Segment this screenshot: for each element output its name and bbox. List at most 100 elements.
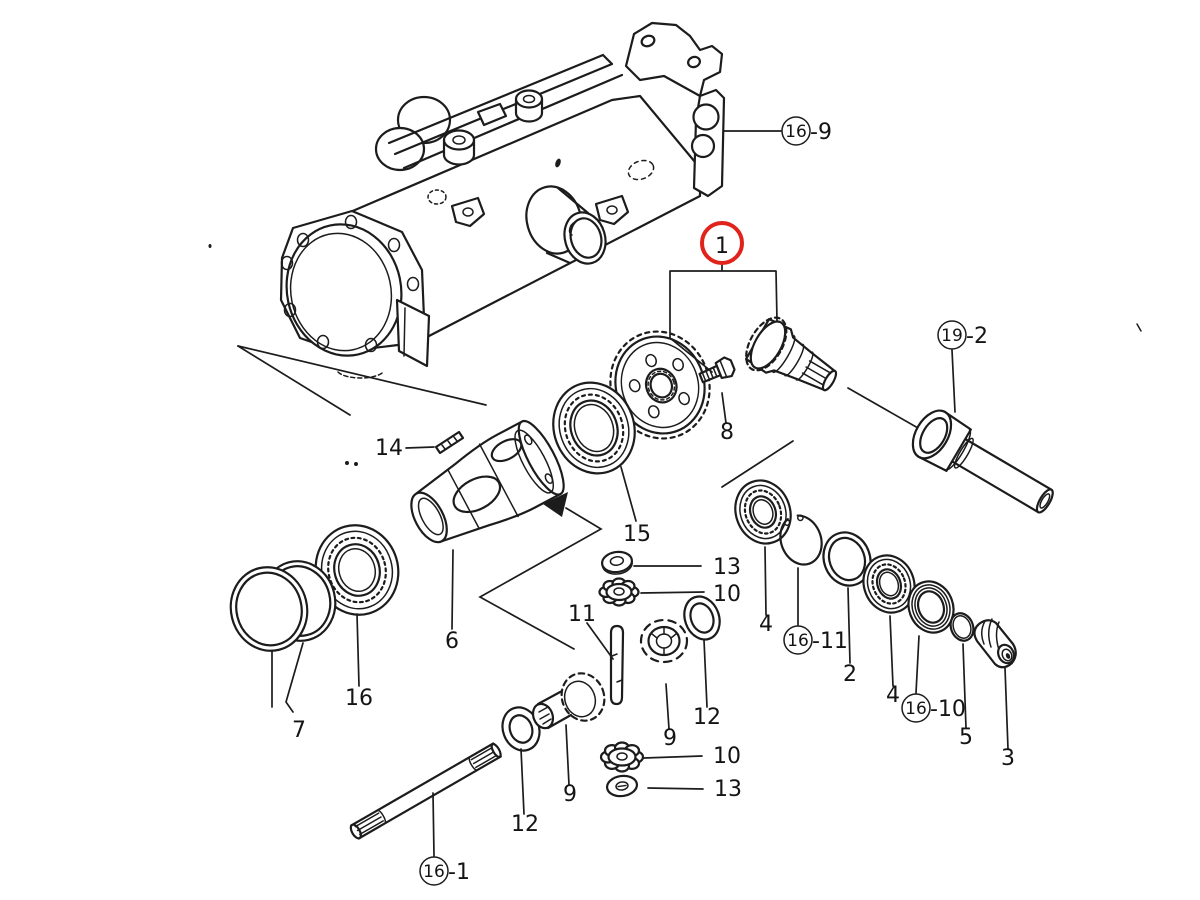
axis-zigzag: [478, 507, 603, 650]
callout-13-bottom: 13: [714, 777, 742, 802]
callout-13-top: 13: [713, 555, 741, 580]
leader-10-top: [640, 591, 705, 594]
leader-10-bottom: [643, 755, 703, 759]
flange-bore-inner: [289, 232, 393, 352]
leader-12-axle: [520, 748, 525, 815]
callout-1-bracket: [669, 263, 778, 373]
leader-14: [405, 446, 435, 449]
callout-12-axle: 12: [511, 812, 539, 837]
highlight-circle: [700, 221, 744, 265]
leader-19-2: [951, 349, 956, 413]
callout-11: 11: [568, 602, 596, 627]
leader-4-outer: [889, 615, 894, 687]
speck: [354, 462, 358, 466]
thrust-washer-lower: [605, 774, 639, 798]
case-ball-bearing: [314, 524, 400, 616]
axis-line: [721, 440, 794, 488]
retainer-ring: [229, 566, 309, 652]
callout-15: 15: [623, 522, 651, 547]
callout-7: 7: [292, 718, 306, 743]
leader-6: [451, 549, 454, 630]
speck: [208, 244, 212, 248]
callout-4-inner: 4: [759, 612, 773, 637]
callout-9-diff: 9: [663, 726, 677, 751]
callout-16: 16: [345, 686, 373, 711]
leader-9-diff: [665, 683, 670, 730]
speck: [1136, 323, 1142, 332]
callout-4-outer: 4: [886, 683, 900, 708]
axis-line: [847, 387, 919, 429]
carrier-bearing: [552, 381, 636, 475]
leader-5: [962, 643, 967, 729]
spider-pin: [609, 624, 625, 706]
leader-15: [620, 466, 637, 522]
side-gear: [598, 577, 640, 607]
leader-9-axle: [565, 724, 570, 786]
o-ring: [949, 612, 975, 642]
ring-gear: [606, 327, 714, 443]
pinion-gear: [636, 615, 692, 667]
callout-2: 2: [843, 662, 857, 687]
axle-bevel-gear: [531, 669, 609, 730]
leader-2: [847, 587, 851, 664]
center-boss-side: [545, 186, 590, 265]
callout-16-9: 16 -9: [781, 116, 832, 146]
callout-6: 6: [445, 629, 459, 654]
center-boss-bore: [569, 217, 603, 259]
leader-lines: [271, 130, 1009, 857]
housing-nut-boss: [442, 129, 476, 166]
hidden-hole: [627, 159, 655, 181]
callout-8: 8: [720, 420, 734, 445]
callout-19-2: 19 -2: [937, 320, 988, 350]
snap-ring: [779, 514, 823, 566]
pinion-washer: [683, 595, 721, 641]
callout-16-11: 16 -11: [783, 625, 848, 655]
hidden-hole: [427, 189, 447, 205]
speck: [555, 158, 561, 168]
housing-bracket-plate: [624, 21, 724, 98]
svg-text:-10: -10: [930, 697, 966, 722]
svg-text:-1: -1: [448, 860, 470, 885]
svg-text:16: 16: [787, 631, 809, 651]
case-window: [490, 438, 523, 463]
side-gear-lower: [599, 741, 645, 773]
callout-1: 1: [715, 234, 729, 259]
assembly-arrowhead: [543, 492, 568, 517]
leader-13-bottom: [647, 787, 704, 790]
leader-4-inner: [764, 546, 767, 616]
svg-text:16: 16: [905, 699, 927, 719]
callout-16-10: 16 -10: [901, 693, 966, 723]
housing-lug: [476, 102, 508, 127]
callout-labels: 1 16 -9 19 -2 16 -11 16 -10 16 -1 14: [292, 116, 1015, 886]
flange-bore: [285, 223, 403, 357]
axis-line: [237, 345, 351, 416]
case-window: [452, 475, 502, 514]
leader-8: [721, 392, 727, 424]
callout-16-1: 16 -1: [419, 856, 470, 886]
leader-3: [1004, 667, 1009, 750]
pinion-bearing-inner: [734, 479, 792, 545]
leader-7: [271, 642, 304, 713]
spacer-ring: [822, 531, 872, 587]
pinion-bearing-outer: [862, 554, 916, 614]
callout-10-bottom: 10: [713, 744, 741, 769]
axle-housing: [279, 21, 726, 379]
axis-line: [237, 345, 487, 406]
leader-16: [356, 613, 360, 687]
callout-5: 5: [959, 725, 973, 750]
housing-boss: [374, 126, 426, 172]
thrust-washer: [600, 550, 634, 575]
svg-text:-9: -9: [810, 120, 832, 145]
housing-lug: [450, 196, 486, 228]
leader-11: [586, 622, 614, 660]
axle-shaft: [349, 742, 502, 840]
callout-10-top: 10: [713, 582, 741, 607]
bracket-bulge: [692, 103, 720, 131]
hidden-edge: [337, 370, 385, 379]
bevel-pinion-shaft: [745, 316, 838, 392]
bracket-hole: [640, 34, 656, 48]
bracket-bulge: [690, 133, 716, 159]
ring-gear-bolt: [698, 356, 736, 384]
